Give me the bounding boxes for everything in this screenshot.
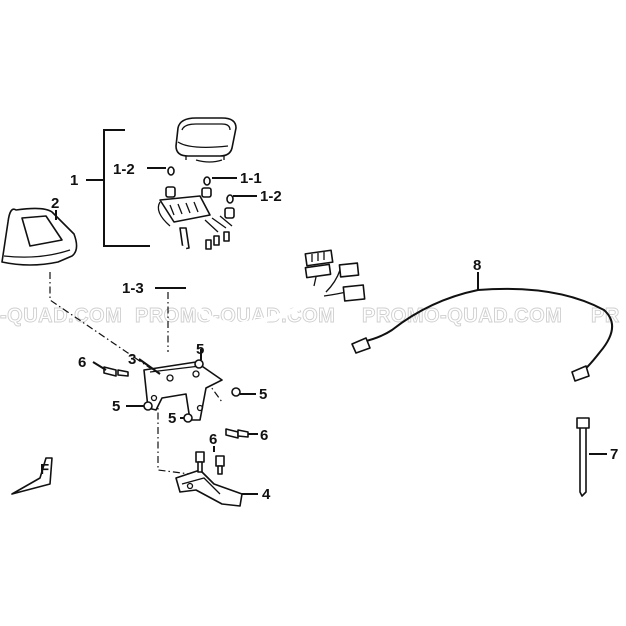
bracket-part-1	[86, 129, 150, 247]
nuts	[143, 359, 241, 423]
callout-7: 7	[610, 446, 618, 463]
watermark-center: PROMO-QUAD.COM	[135, 305, 335, 327]
bulb-1-2-left	[165, 166, 176, 198]
watermark-left: -QUAD.COM	[0, 305, 122, 327]
callout-1: 1	[70, 172, 78, 189]
callout-6-bottom: 6	[209, 431, 217, 448]
front-mark-letter: F	[40, 461, 49, 478]
leader-lines	[55, 167, 607, 495]
callout-1-2-left: 1-2	[113, 161, 135, 178]
bulb-1-2-right	[224, 194, 235, 219]
cable-tie	[576, 417, 590, 497]
bolts	[103, 366, 249, 475]
speedometer-cable	[351, 287, 613, 382]
callout-5-left: 5	[112, 398, 120, 415]
bulb-1-1	[201, 176, 212, 198]
watermark-edge: PR	[591, 305, 620, 327]
callout-4: 4	[262, 486, 271, 503]
visor-cover	[1, 207, 78, 266]
callout-8: 8	[473, 257, 481, 274]
callout-1-1: 1-1	[240, 170, 262, 187]
harness-connectors	[304, 249, 366, 302]
callout-1-3: 1-3	[122, 280, 144, 297]
callout-5-right: 5	[259, 386, 267, 403]
callout-5-top: 5	[196, 341, 204, 358]
callout-5-center: 5	[168, 410, 176, 427]
front-direction-mark: F	[11, 457, 53, 495]
callout-6-right: 6	[260, 427, 268, 444]
socket-assembly	[157, 195, 233, 250]
callout-2: 2	[51, 195, 59, 212]
callout-3: 3	[128, 351, 136, 368]
speedometer-meter	[175, 117, 237, 163]
lower-bracket	[175, 469, 243, 507]
callout-6-left: 6	[78, 354, 86, 371]
callout-1-2-right: 1-2	[260, 188, 282, 205]
watermark-right: PROMO-QUAD.COM	[362, 305, 562, 327]
callout-labels: 1 1-2 1-1 1-2 1-3 2 3 4 5 5 5 5 6 6 6 7 …	[51, 161, 618, 503]
